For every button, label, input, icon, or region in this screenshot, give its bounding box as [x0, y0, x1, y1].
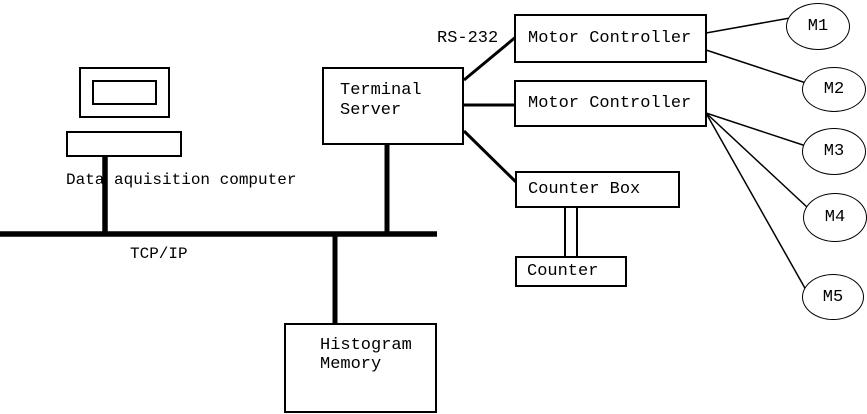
terminal-to-counterbox-line: [462, 129, 520, 186]
mc2-to-m4-line: [705, 112, 809, 209]
motor-m5: M5: [802, 274, 864, 320]
tcp-ip-label: TCP/IP: [130, 245, 188, 263]
motor-controller-2-box: Motor Controller: [514, 80, 707, 127]
motor-m4: M4: [803, 193, 867, 242]
data-acquisition-label: Data aquisition computer: [66, 171, 297, 189]
keyboard-icon: [66, 131, 182, 157]
mc1-to-m2-line: [705, 49, 807, 84]
mc2-to-m3-line: [705, 112, 807, 147]
terminal-server-box: Terminal Server: [322, 67, 464, 145]
counter-box: Counter Box: [515, 171, 680, 208]
screen-icon: [92, 80, 157, 105]
mc1-to-m1-line: [705, 17, 791, 34]
rs-232-label: RS-232: [437, 29, 499, 48]
motor-m2: M2: [802, 67, 866, 112]
motor-controller-1-box: Motor Controller: [514, 14, 707, 63]
motor-m1: M1: [786, 3, 850, 50]
motor-m3: M3: [802, 128, 866, 175]
counter-node: Counter: [515, 256, 627, 287]
mc2-to-m5-line: [705, 112, 807, 291]
histogram-memory-box: Histogram Memory: [284, 323, 437, 413]
